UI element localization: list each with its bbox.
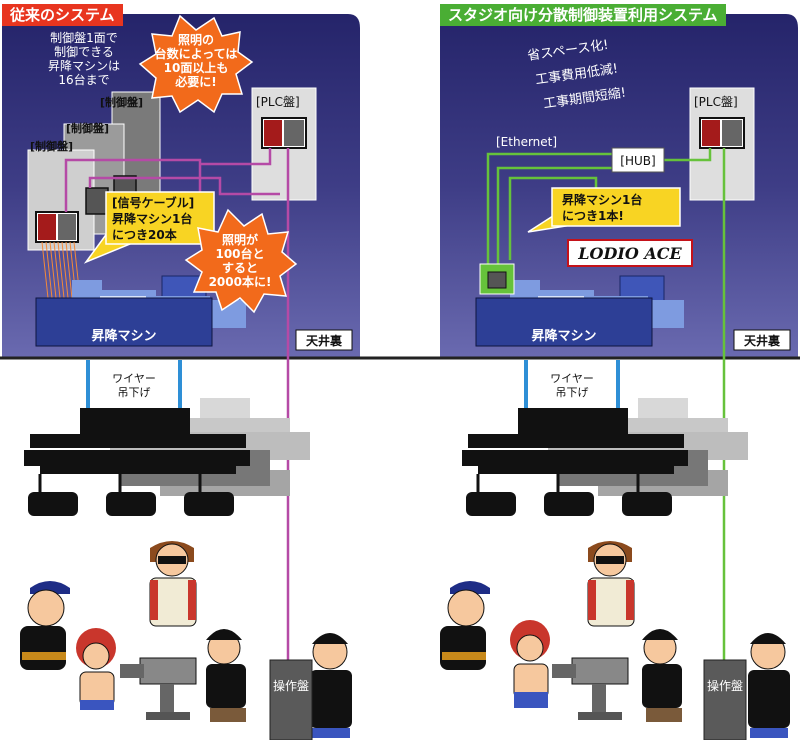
left-staff-illustration — [20, 541, 352, 738]
control-panel-label-3: [制御盤] — [30, 139, 73, 153]
svg-text:必要に!: 必要に! — [174, 74, 216, 89]
svg-text:[信号ケーブル]: [信号ケーブル] — [112, 195, 194, 210]
right-staff-illustration — [440, 541, 790, 738]
left-lighting-rig — [24, 398, 310, 516]
svg-text:100台と: 100台と — [215, 246, 264, 261]
brand-logo: LODIO ACE — [577, 244, 682, 263]
right-cable-callout: 昇降マシン1台 につき1本! — [527, 187, 681, 233]
left-ceiling-label-box — [295, 329, 353, 351]
right-lift-machine — [475, 263, 684, 347]
svg-text:2000本に!: 2000本に! — [209, 274, 272, 289]
svg-text:につき20本: につき20本 — [112, 227, 177, 242]
left-burst-1: 照明の 台数によっては 10面以上も 必要に! — [138, 14, 254, 114]
hub-box — [611, 147, 665, 173]
control-panel-label-1: [制御盤] — [100, 95, 143, 109]
left-title: 従来のシステム — [2, 4, 123, 26]
left-note-text: 制御盤1面で 制御できる 昇降マシンは 16台まで — [48, 30, 120, 87]
right-ceiling-label: 天井裏 — [744, 333, 781, 348]
svg-text:10面以上も: 10面以上も — [164, 60, 229, 75]
svg-text:すると: すると — [222, 261, 258, 275]
left-signal-callout: [信号ケーブル] 昇降マシン1台 につき20本 — [83, 191, 215, 264]
svg-text:制御盤1面で: 制御盤1面で — [50, 30, 118, 45]
left-console-label: 操作盤 — [273, 678, 309, 693]
svg-text:照明の: 照明の — [178, 32, 214, 47]
svg-text:昇降マシン1台: 昇降マシン1台 — [112, 211, 192, 226]
ethernet-label: [Ethernet] — [496, 135, 557, 149]
hub-label: [HUB] — [620, 154, 655, 168]
right-lighting-rig — [462, 398, 748, 516]
svg-text:台数によっては: 台数によっては — [155, 46, 238, 61]
svg-text:制御できる: 制御できる — [54, 44, 114, 59]
svg-text:操作盤: 操作盤 — [273, 678, 309, 693]
left-burst-2: 照明が 100台と すると 2000本に! — [184, 208, 298, 314]
brand-box — [567, 239, 693, 267]
right-wire-label-1: ワイヤー — [550, 372, 594, 385]
svg-text:につき1本!: につき1本! — [562, 208, 624, 223]
left-wire-label-2: 吊下げ — [118, 386, 151, 399]
left-ceiling-label: 天井裏 — [306, 333, 343, 348]
right-wire-label-2: 吊下げ — [556, 386, 589, 399]
left-wire-label-1: ワイヤー — [112, 372, 156, 385]
control-panel-label-2: [制御盤] — [66, 121, 109, 135]
right-plc-panel — [689, 87, 755, 201]
right-console — [703, 659, 747, 740]
svg-text:16台まで: 16台まで — [58, 72, 109, 87]
left-suspension-wires — [86, 360, 182, 412]
svg-text:昇降マシンは: 昇降マシンは — [48, 59, 120, 73]
left-lift-machine — [35, 275, 246, 347]
svg-text:照明が: 照明が — [222, 232, 258, 247]
right-ceiling-label-box — [733, 329, 791, 351]
right-suspension-wires — [524, 360, 620, 412]
left-signal-cable-bundle — [41, 241, 81, 299]
right-plc-label: [PLC盤] — [694, 95, 738, 109]
left-control-panels — [27, 91, 161, 251]
left-plc-label: [PLC盤] — [256, 95, 300, 109]
svg-text:昇降マシン1台: 昇降マシン1台 — [562, 192, 642, 207]
svg-text:操作盤: 操作盤 — [707, 678, 743, 693]
left-console — [269, 659, 313, 740]
right-machine-label: 昇降マシン — [531, 328, 596, 344]
right-console-label: 操作盤 — [707, 678, 743, 693]
left-machine-label: 昇降マシン — [91, 328, 156, 344]
right-title: スタジオ向け分散制御装置利用システム — [440, 4, 726, 26]
left-plc-panel — [251, 87, 317, 201]
